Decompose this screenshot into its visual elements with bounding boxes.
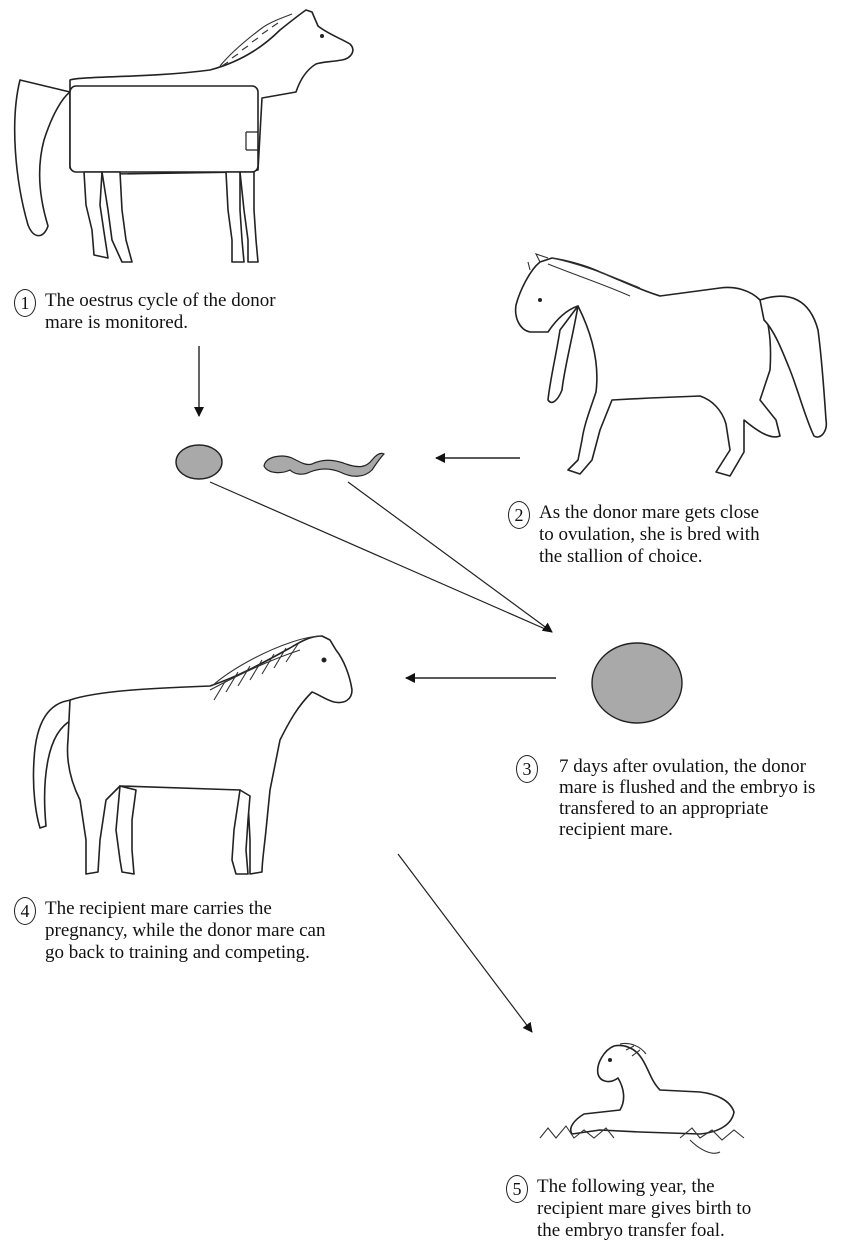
step-4-line-1: The recipient mare carries the	[45, 898, 325, 920]
step-3-line-3: transfered to an appropriate	[559, 798, 815, 819]
step-2-line-2: to ovulation, she is bred with	[539, 524, 760, 546]
step-3-number: 3	[516, 755, 538, 783]
line-egg-to-embryo	[210, 482, 552, 632]
step-1: 1 The oestrus cycle of the donor mare is…	[14, 290, 276, 334]
embryo	[592, 643, 682, 723]
step-2-number: 2	[508, 501, 530, 529]
step-5-line-2: recipient mare gives birth to	[537, 1198, 751, 1220]
step-5-text: The following year, the recipient mare g…	[537, 1176, 751, 1242]
step-5-line-3: the embryo transfer foal.	[537, 1220, 751, 1242]
step-4-text: The recipient mare carries the pregnancy…	[45, 898, 325, 964]
step-1-number: 1	[14, 289, 36, 317]
donor-mare-blanket-illustration	[15, 10, 353, 262]
step-1-line-1: The oestrus cycle of the donor	[45, 290, 276, 312]
foal-illustration	[540, 1043, 744, 1153]
step-4: 4 The recipient mare carries the pregnan…	[14, 898, 325, 964]
step-4-number: 4	[14, 897, 36, 925]
step-5-line-1: The following year, the	[537, 1176, 751, 1198]
step-2-text: As the donor mare gets close to ovulatio…	[539, 502, 760, 568]
step-3: 3 7 days after ovulation, the donor mare…	[516, 756, 815, 840]
step-3-line-2: mare is flushed and the embryo is	[559, 777, 815, 798]
sperm-cell	[264, 453, 384, 476]
step-2-line-3: the stallion of choice.	[539, 546, 760, 568]
step-3-line-4: recipient mare.	[559, 819, 815, 840]
arrow-recipient-to-foal	[398, 854, 532, 1032]
step-3-text: 7 days after ovulation, the donor mare i…	[559, 756, 815, 840]
step-4-line-2: pregnancy, while the donor mare can	[45, 920, 325, 942]
step-1-text: The oestrus cycle of the donor mare is m…	[45, 290, 276, 334]
step-1-line-2: mare is monitored.	[45, 312, 276, 334]
step-2: 2 As the donor mare gets close to ovulat…	[508, 502, 760, 568]
step-3-line-1: 7 days after ovulation, the donor	[559, 756, 815, 777]
step-5-number: 5	[506, 1175, 528, 1203]
egg-cell	[176, 445, 222, 479]
recipient-mare-illustration	[33, 636, 352, 874]
step-5: 5 The following year, the recipient mare…	[506, 1176, 751, 1242]
step-4-line-3: go back to training and competing.	[45, 942, 325, 964]
stallion-illustration	[516, 254, 827, 476]
step-2-line-1: As the donor mare gets close	[539, 502, 760, 524]
